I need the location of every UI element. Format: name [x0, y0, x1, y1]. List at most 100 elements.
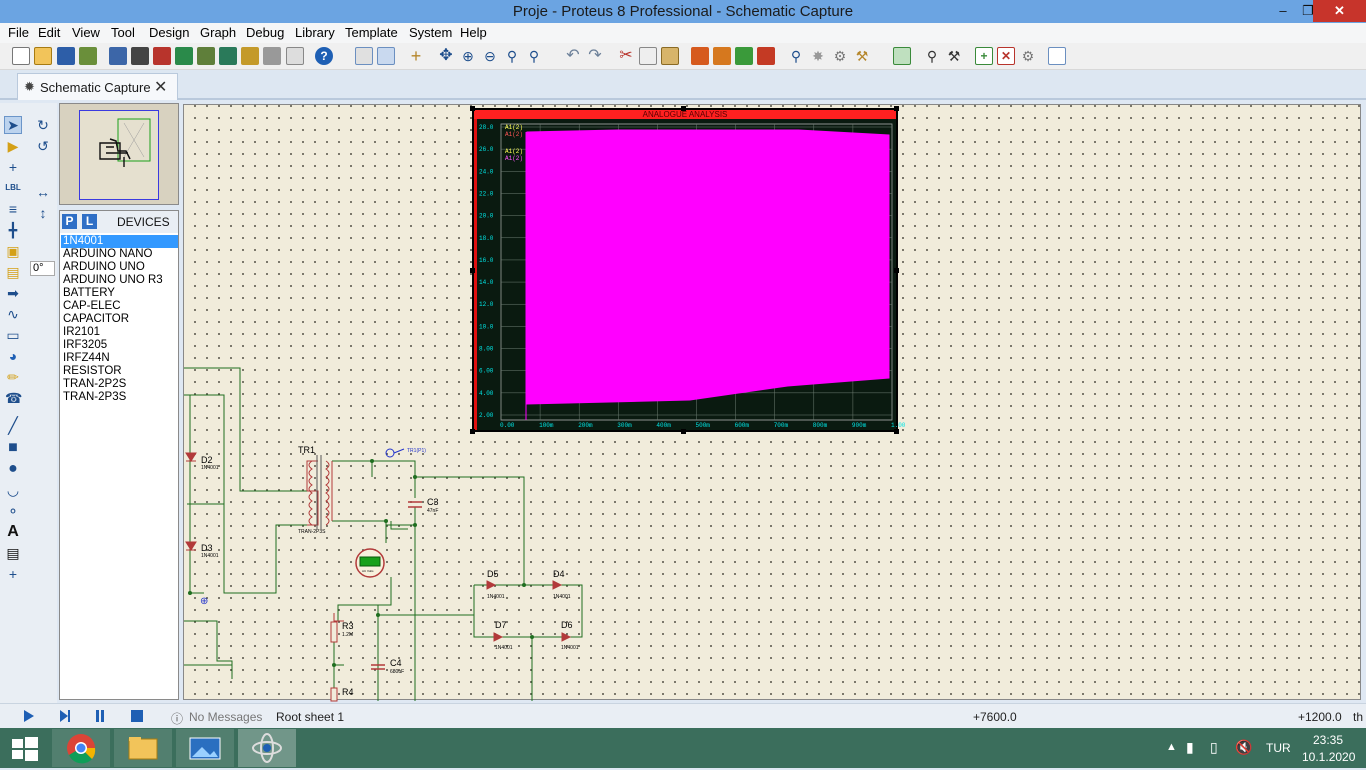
chrome-taskbar-button[interactable] — [52, 729, 110, 767]
network-icon[interactable]: ▮ — [1186, 739, 1194, 755]
tape-recorder-icon[interactable]: ▭ — [6, 327, 20, 343]
device-item[interactable]: 1N4001 — [61, 235, 178, 248]
minimize-button[interactable]: – — [1263, 0, 1303, 22]
tray-expand-icon[interactable]: ▲ — [1166, 741, 1177, 753]
menu-template[interactable]: Template — [345, 25, 398, 40]
line-tool-icon[interactable]: ╱ — [8, 418, 18, 435]
menu-tool[interactable]: Tool — [111, 25, 135, 40]
close-button[interactable]: ✕ — [1313, 0, 1366, 22]
device-item[interactable]: ARDUINO UNO R3 — [63, 274, 163, 286]
pick-device-icon[interactable]: ⚲ — [790, 48, 802, 64]
property-tool-icon[interactable]: ⚒ — [947, 48, 961, 64]
zoom-all-icon[interactable]: ⚲ — [506, 48, 518, 64]
text-tool-icon[interactable]: A — [7, 523, 19, 540]
packaging-tool-icon[interactable]: ⚙ — [833, 48, 847, 64]
junction-dot-icon[interactable]: + — [8, 159, 18, 175]
wire-autorouter-icon[interactable] — [893, 47, 911, 65]
menu-system[interactable]: System — [409, 25, 453, 40]
step-icon[interactable] — [58, 709, 72, 723]
pick-devices-button[interactable]: P — [62, 214, 77, 229]
goto-sheet-icon[interactable]: ⚙ — [1021, 48, 1035, 64]
import-icon[interactable] — [79, 47, 97, 65]
mirror-horizontal-icon[interactable]: ↔ — [36, 184, 50, 200]
device-item[interactable]: TRAN-2P3S — [63, 391, 127, 403]
new-file-icon[interactable] — [12, 47, 30, 65]
device-item[interactable]: TRAN-2P2S — [63, 378, 127, 390]
mirror-vertical-icon[interactable]: ↕ — [39, 205, 47, 221]
device-pins-icon[interactable]: ➡ — [7, 285, 19, 301]
design-notes-icon[interactable] — [1048, 47, 1066, 65]
save-icon[interactable] — [57, 47, 75, 65]
decompose-icon[interactable]: ⚒ — [855, 48, 869, 64]
menu-graph[interactable]: Graph — [200, 25, 237, 40]
language-indicator[interactable]: TUR — [1266, 741, 1291, 755]
symbol-tool-icon[interactable]: ▤ — [6, 545, 20, 561]
library-manager-button[interactable]: L — [82, 214, 97, 229]
arc-tool-icon[interactable]: ◡ — [6, 482, 20, 498]
probe-icon[interactable]: ✏ — [7, 369, 19, 385]
help-icon[interactable]: ? — [315, 47, 333, 65]
paste-icon[interactable] — [661, 47, 679, 65]
box-tool-icon[interactable]: ■ — [8, 439, 18, 456]
menu-view[interactable]: View — [72, 25, 100, 40]
block-move-icon[interactable] — [713, 47, 731, 65]
device-item[interactable]: ARDUINO UNO — [63, 261, 145, 273]
clock-date[interactable]: 10.1.2020 — [1302, 750, 1356, 764]
component-mode-icon[interactable]: ▶ — [7, 138, 19, 154]
device-item[interactable]: CAPACITOR — [63, 313, 130, 325]
menu-file[interactable]: File — [8, 25, 29, 40]
undo-icon[interactable]: ↶ — [566, 47, 580, 64]
notes-icon[interactable] — [286, 47, 304, 65]
text-script-icon[interactable]: ≡ — [8, 201, 18, 217]
grid-icon[interactable] — [377, 47, 395, 65]
generator-icon[interactable]: ◕ — [8, 348, 18, 364]
copy-icon[interactable] — [639, 47, 657, 65]
refresh-icon[interactable] — [355, 47, 373, 65]
zoom-in-icon[interactable]: ⊕ — [462, 48, 474, 64]
selection-mode-icon[interactable]: ➤ — [4, 116, 22, 134]
menu-library[interactable]: Library — [295, 25, 335, 40]
rotation-angle-field[interactable]: 0° — [30, 261, 55, 276]
home-icon[interactable] — [109, 47, 127, 65]
messages-status[interactable]: No Messages — [189, 710, 263, 724]
design-explorer-icon[interactable] — [219, 47, 237, 65]
virtual-instruments-icon[interactable]: ☎ — [5, 390, 23, 406]
graph-handle-br[interactable] — [894, 429, 899, 434]
bus-icon[interactable]: ╋ — [8, 222, 18, 238]
graph-mode-icon[interactable]: ∿ — [7, 306, 19, 322]
device-item[interactable]: BATTERY — [63, 287, 115, 299]
schematic-icon[interactable] — [131, 47, 149, 65]
device-item[interactable]: ARDUINO NANO — [63, 248, 153, 260]
graph-handle-tl[interactable] — [470, 106, 475, 111]
rotate-cw-icon[interactable]: ↻ — [37, 117, 49, 133]
close-tab-icon[interactable]: ✕ — [154, 79, 168, 96]
bom-icon[interactable] — [241, 47, 259, 65]
device-item[interactable]: IRFZ44N — [63, 352, 110, 364]
cut-icon[interactable]: ✂ — [619, 47, 633, 64]
path-tool-icon[interactable]: ⚬ — [7, 503, 19, 519]
pause-icon[interactable] — [93, 709, 107, 723]
explorer-taskbar-button[interactable] — [114, 729, 172, 767]
menu-help[interactable]: Help — [460, 25, 487, 40]
remove-sheet-icon[interactable]: ✕ — [997, 47, 1015, 65]
tab-schematic-capture[interactable]: ✹ Schematic Capture ✕ — [17, 73, 178, 100]
origin-icon[interactable]: + — [410, 46, 422, 66]
pan-icon[interactable]: ✥ — [439, 47, 453, 64]
photos-taskbar-button[interactable] — [176, 729, 234, 767]
zoom-area-icon[interactable]: ⚲ — [528, 48, 540, 64]
make-device-icon[interactable]: ✸ — [812, 48, 824, 64]
wire-label-icon[interactable]: LBL — [5, 183, 21, 192]
graph-handle-tm[interactable] — [681, 106, 686, 111]
zoom-out-icon[interactable]: ⊖ — [484, 48, 496, 64]
stop-icon[interactable] — [130, 709, 144, 723]
block-delete-icon[interactable] — [757, 47, 775, 65]
overview-window[interactable] — [59, 103, 179, 205]
windows-start-icon[interactable] — [12, 737, 38, 761]
redo-icon[interactable]: ↷ — [588, 47, 602, 64]
proteus-taskbar-button[interactable] — [238, 729, 296, 767]
graph-handle-tr[interactable] — [894, 106, 899, 111]
new-sheet-icon[interactable]: + — [975, 47, 993, 65]
graph-handle-ml[interactable] — [470, 268, 475, 273]
volume-muted-icon[interactable]: 🔇 — [1235, 739, 1253, 755]
